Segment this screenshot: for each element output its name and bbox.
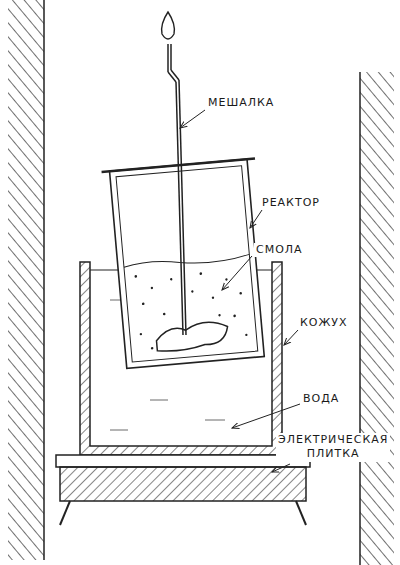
part-label: ВОДА	[301, 392, 341, 406]
leader-lines	[180, 110, 300, 472]
electric-plate	[56, 455, 310, 525]
stirrer	[162, 12, 186, 335]
left-wall	[8, 0, 44, 560]
part-label: РЕАКТОР	[260, 196, 322, 210]
part-label: ЭЛЕКТРИЧЕСКАЯ ПЛИТКА	[276, 433, 390, 462]
part-label: СМОЛА	[254, 243, 305, 257]
part-label: КОЖУХ	[298, 316, 350, 330]
reactor-vessel	[102, 158, 273, 369]
part-label: МЕШАЛКА	[206, 96, 276, 110]
right-wall	[360, 72, 394, 565]
